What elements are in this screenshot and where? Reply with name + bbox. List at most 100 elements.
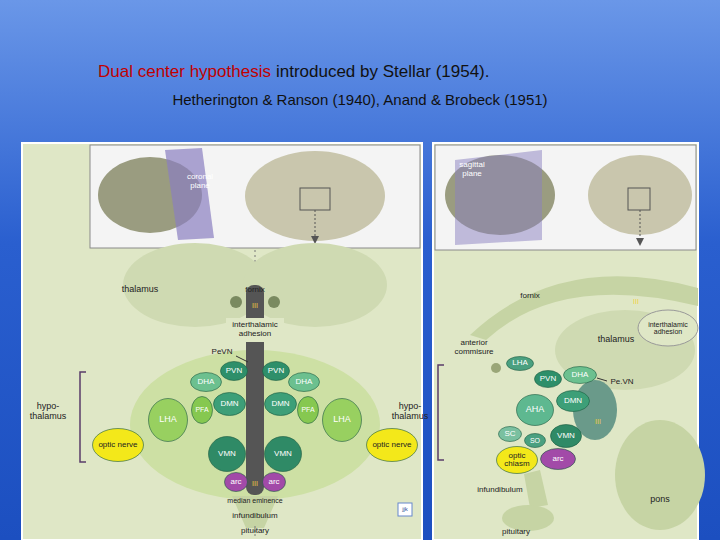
- region-shape: [323, 399, 362, 442]
- structure-label: infundibulum: [468, 486, 532, 495]
- nucleus-region: LHA: [148, 398, 188, 442]
- nucleus-name: SC: [504, 430, 515, 438]
- nucleus-label: optic nerve: [92, 428, 144, 462]
- region-shape: [557, 391, 590, 412]
- structure-label: interthalamic adhesion: [642, 321, 694, 336]
- nucleus-label: DHA: [288, 372, 320, 392]
- thalamus: [555, 310, 695, 390]
- nucleus-name: LHA: [159, 415, 177, 424]
- region-shape: [191, 373, 222, 392]
- nucleus-label: VMN: [264, 436, 302, 472]
- nucleus-name: PVN: [540, 375, 556, 383]
- nucleus-label: SO: [524, 433, 546, 448]
- nucleus-region: SO: [524, 433, 546, 448]
- nucleus-region: VMN: [550, 424, 582, 448]
- plane-label: coronal plane: [182, 173, 218, 191]
- nucleus-region: LHA: [322, 398, 362, 442]
- third-ventricle: [246, 285, 264, 495]
- ventricle-label: III: [248, 480, 262, 488]
- nucleus-region: DHA: [563, 366, 597, 384]
- infundibulum-shape: [524, 470, 548, 508]
- nucleus-name: DMN: [220, 400, 238, 408]
- ventricle-label: III: [628, 298, 644, 306]
- structure-label: pituitary: [225, 527, 285, 536]
- arrowhead: [636, 238, 644, 246]
- subtitle: introduced by Stellar (1954).: [276, 62, 490, 81]
- nucleus-name: arc: [268, 478, 279, 486]
- slide-title: Dual center hypothesis: [98, 62, 271, 81]
- nucleus-label: DMN: [213, 392, 246, 416]
- region-shape: [265, 393, 297, 416]
- anterior-commissure: [491, 363, 501, 373]
- nucleus-label: DHA: [190, 372, 222, 392]
- fornix: [230, 296, 242, 308]
- nucleus-name: PVN: [268, 367, 284, 375]
- region-shape: [497, 447, 538, 474]
- nucleus-label: DMN: [556, 390, 590, 412]
- region-shape: [535, 371, 562, 388]
- structure-label: interthalamic adhesion: [227, 321, 283, 339]
- nucleus-name: DMN: [564, 397, 582, 405]
- nucleus-label: LHA: [506, 356, 534, 371]
- region-label: hypo- thalamus: [388, 402, 432, 422]
- nucleus-label: PVN: [534, 370, 562, 388]
- nucleus-name: DHA: [296, 378, 313, 386]
- nucleus-label: LHA: [322, 398, 362, 442]
- ventricle-label: III: [590, 418, 606, 426]
- zoom-box: [628, 188, 650, 210]
- structure-label: median eminence: [215, 497, 295, 505]
- nucleus-name: DHA: [572, 371, 589, 379]
- nucleus-region: DMN: [264, 392, 297, 416]
- nucleus-region: DHA: [190, 372, 222, 392]
- nucleus-name: DHA: [198, 378, 215, 386]
- nucleus-name: DMN: [271, 400, 289, 408]
- bracket: [438, 365, 444, 460]
- nucleus-name: PFA: [301, 406, 314, 413]
- nucleus-label: arc: [262, 472, 286, 492]
- region-shape: [289, 373, 320, 392]
- inset-box: [435, 145, 696, 250]
- nucleus-label: PFA: [191, 396, 213, 424]
- pons-shape: [615, 420, 705, 530]
- region-shape: [525, 434, 546, 448]
- nucleus-label: arc: [540, 448, 576, 470]
- nucleus-region: VMN: [264, 436, 302, 472]
- nucleus-name: optic nerve: [98, 441, 137, 449]
- nucleus-name: VMN: [557, 432, 575, 440]
- adhesion: [638, 310, 698, 346]
- zoom-line: [315, 210, 316, 238]
- nucleus-label: PFA: [297, 396, 319, 424]
- structure-label: fornix: [235, 286, 275, 295]
- structure-label: fornix: [510, 292, 550, 301]
- coronal-plane: [165, 148, 214, 240]
- watermark: jjk: [398, 506, 412, 513]
- structure-label: anterior commisure: [446, 339, 502, 357]
- region-label: hypo- thalamus: [23, 402, 73, 422]
- nucleus-region: VMN: [208, 436, 246, 472]
- ventricle-label: III: [247, 302, 263, 310]
- arrowhead: [311, 236, 319, 244]
- nucleus-region: DMN: [556, 390, 590, 412]
- logo-box: [398, 503, 412, 516]
- panel: [22, 143, 422, 540]
- nucleus-name: optic chiasm: [496, 452, 538, 469]
- nucleus-label: VMN: [208, 436, 246, 472]
- nucleus-region: DMN: [213, 392, 246, 416]
- subtitle: Hetherington & Ranson (1940), Anand & Br…: [110, 92, 610, 109]
- fornix: [268, 296, 280, 308]
- structure-label: infundibulum: [220, 512, 290, 521]
- nucleus-label: DHA: [563, 366, 597, 384]
- region-shape: [298, 397, 319, 424]
- region-shape: [209, 437, 246, 472]
- structure-label: thalamus: [115, 285, 165, 295]
- nucleus-region: arc: [540, 448, 576, 470]
- nucleus-name: PVN: [226, 367, 242, 375]
- nucleus-label: Pe.VN: [607, 378, 637, 387]
- nucleus-region: PFA: [191, 396, 213, 424]
- nucleus-name: VMN: [274, 450, 292, 458]
- region-shape: [541, 449, 576, 470]
- nucleus-label: PeVN: [207, 348, 237, 357]
- nucleus-region: PFA: [297, 396, 319, 424]
- nucleus-label: VMN: [550, 424, 582, 448]
